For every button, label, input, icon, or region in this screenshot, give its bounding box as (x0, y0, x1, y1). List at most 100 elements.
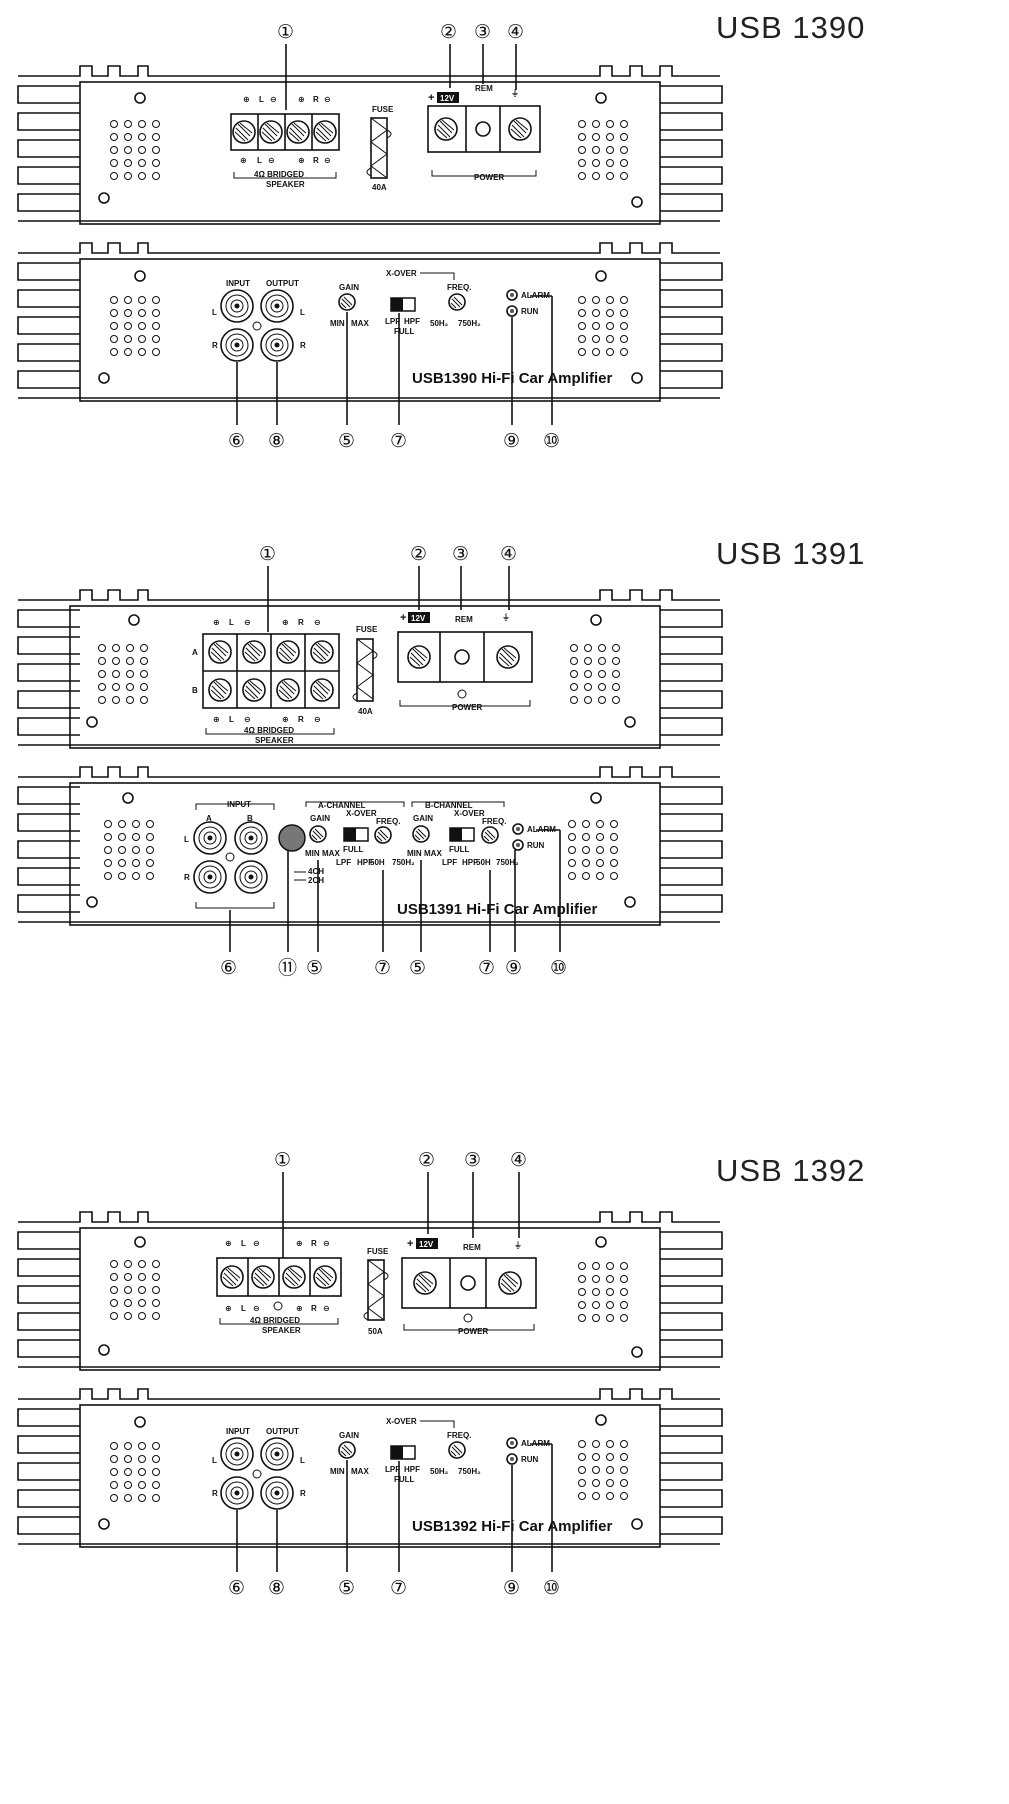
rca-l-label: L (184, 835, 189, 844)
speaker-label: SPEAKER (266, 180, 305, 189)
speaker-r-label: R (311, 1239, 317, 1248)
callout-8: ⑧ (268, 1578, 285, 1599)
run-led-label: RUN (521, 307, 539, 316)
ground-icon: ⏚ (511, 89, 519, 98)
lpf-label: LPF (385, 317, 400, 326)
speaker-bottom-l: L (241, 1304, 246, 1313)
callout-7a: ⑦ (374, 958, 391, 979)
callout-8: ⑧ (268, 431, 285, 452)
svg-text:⊕: ⊕ (213, 715, 220, 724)
gain-label: GAIN (339, 283, 359, 292)
callout-10: ⑩ (543, 1578, 560, 1599)
svg-text:⊖: ⊖ (270, 95, 277, 104)
callout-6: ⑥ (228, 431, 245, 452)
hpf-b-label: HPF (462, 858, 478, 867)
svg-text:⊕: ⊕ (225, 1239, 232, 1248)
speaker-bottom-l: L (257, 156, 262, 165)
svg-text:+: + (428, 92, 434, 104)
gain-b-label: GAIN (413, 814, 433, 823)
callout-4: ④ (507, 22, 524, 43)
freq-b-label: FREQ. (482, 817, 506, 826)
full-b-label: FULL (449, 845, 470, 854)
callout-10: ⑩ (543, 431, 560, 452)
b-channel-label: B-CHANNEL (425, 801, 473, 810)
rca-r-label: R (212, 341, 218, 350)
freq-low: 50H₂ (430, 319, 449, 328)
gain-label: GAIN (339, 1431, 359, 1440)
callout-1: ① (274, 1150, 291, 1171)
callout-5: ⑤ (338, 1578, 355, 1599)
callout-3: ③ (464, 1150, 481, 1171)
model-1391-top-panel: A B ⊕ L ⊖ ⊕ R ⊖ ⊕ L ⊖ ⊕ R ⊖ 4Ω BRIDGED S… (17, 544, 723, 749)
freq-high: 750H₂ (458, 1467, 481, 1476)
gain-a-label: GAIN (310, 814, 330, 823)
run-led-label: RUN (521, 1455, 539, 1464)
fuse-rating: 50A (368, 1327, 383, 1336)
svg-text:⊖: ⊖ (323, 1239, 330, 1248)
hpf-label: HPF (404, 1465, 420, 1474)
freq-low: 50H₂ (430, 1467, 449, 1476)
power-label: POWER (452, 703, 482, 712)
output-label: OUTPUT (266, 279, 299, 288)
xover-label: X-OVER (386, 1417, 417, 1426)
freq-a-low: 50H (370, 858, 385, 867)
rca-r2-label: R (300, 341, 306, 350)
lpf-b-label: LPF (442, 858, 457, 867)
svg-text:⊕: ⊕ (240, 156, 247, 165)
freq-b-low: 50H (476, 858, 491, 867)
ch4-label: 4CH (308, 867, 324, 876)
callout-11: ⑪ (278, 957, 297, 979)
speaker-caption: 4Ω BRIDGED (250, 1316, 300, 1325)
power-label: POWER (474, 173, 504, 182)
rca-l-label: L (212, 1456, 217, 1465)
power-rem-label: REM (455, 615, 473, 624)
fuse-label: FUSE (356, 625, 378, 634)
svg-text:⊖: ⊖ (268, 156, 275, 165)
brand-label: USB1391 Hi-Fi Car Amplifier (397, 901, 597, 918)
lpf-a-label: LPF (336, 858, 351, 867)
svg-text:⊕: ⊕ (282, 618, 289, 627)
svg-text:⊕: ⊕ (225, 1304, 232, 1313)
rca-a-label: A (206, 814, 212, 823)
gain-min: MIN (330, 319, 345, 328)
speaker-bottom-r: R (298, 715, 304, 724)
callout-5a: ⑤ (306, 958, 323, 979)
callout-6: ⑥ (228, 1578, 245, 1599)
rca-r-label: R (184, 873, 190, 882)
power-rem-label: REM (475, 84, 493, 93)
mode-switch-icon (278, 824, 306, 852)
gain-min: MIN (330, 1467, 345, 1476)
model-title-1392: USB 1392 (716, 1153, 866, 1188)
speaker-l-label: L (229, 618, 234, 627)
svg-text:⊖: ⊖ (253, 1304, 260, 1313)
svg-text:⊖: ⊖ (314, 715, 321, 724)
power-rem-label: REM (463, 1243, 481, 1252)
svg-text:+: + (407, 1238, 413, 1250)
gain-max: MAX (351, 1467, 369, 1476)
speaker-bottom-r: R (311, 1304, 317, 1313)
svg-text:⊕: ⊕ (282, 715, 289, 724)
model-1390-bottom-panel: INPUT OUTPUT L R L R GAIN MIN MAX X-OVER… (17, 242, 723, 452)
speaker-bottom-r: R (313, 156, 319, 165)
callout-7b: ⑦ (478, 958, 495, 979)
gain-a-min: MIN (305, 849, 320, 858)
callout-3: ③ (474, 22, 491, 43)
callout-9: ⑨ (503, 431, 520, 452)
rca-l2-label: L (300, 308, 305, 317)
freq-label: FREQ. (447, 1431, 471, 1440)
full-a-label: FULL (343, 845, 364, 854)
input-label: INPUT (226, 1427, 250, 1436)
speaker-l-label: L (241, 1239, 246, 1248)
callout-9: ⑨ (503, 1578, 520, 1599)
callout-6: ⑥ (220, 958, 237, 979)
rca-l-label: L (212, 308, 217, 317)
model-1390-top-panel: ⊕ L ⊖ ⊕ R ⊖ ⊕ L ⊖ ⊕ R ⊖ 4Ω BRIDGED SPEAK… (17, 22, 723, 225)
callout-2: ② (440, 22, 457, 43)
run-led-label: RUN (527, 841, 545, 850)
callout-7: ⑦ (390, 1578, 407, 1599)
callout-4: ④ (500, 544, 517, 565)
svg-text:⊕: ⊕ (298, 156, 305, 165)
lpf-label: LPF (385, 1465, 400, 1474)
svg-text:⊕: ⊕ (296, 1304, 303, 1313)
speaker-plus-icon: ⊕ (243, 95, 250, 104)
